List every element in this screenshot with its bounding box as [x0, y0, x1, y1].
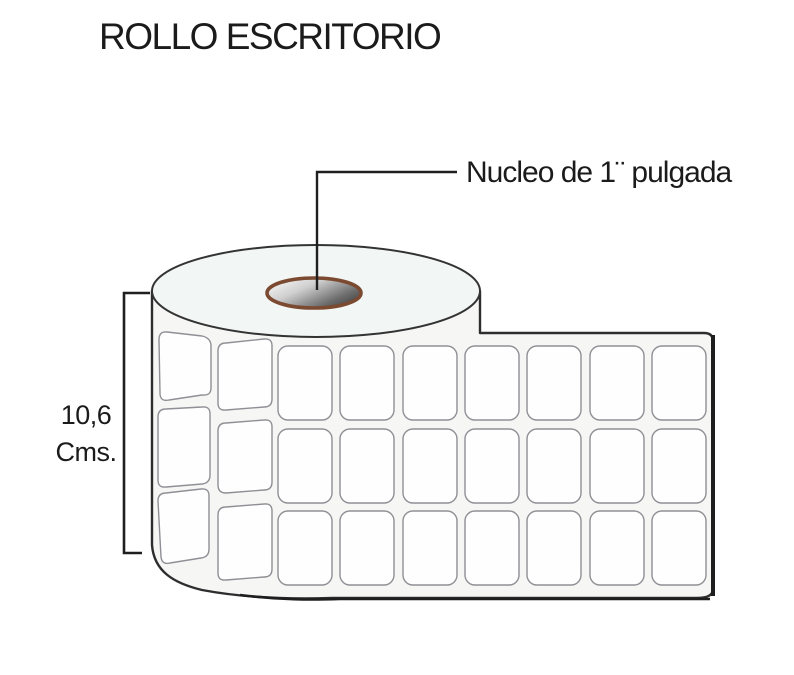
label-cell	[589, 345, 645, 421]
core-annotation: Nucleo de 1¨ pulgada	[466, 156, 733, 189]
label-cell	[464, 428, 520, 504]
curved-label	[158, 331, 212, 402]
roll-core	[265, 276, 363, 310]
flat-labels	[277, 345, 707, 586]
label-cell	[402, 345, 458, 421]
label-cell	[526, 428, 582, 504]
label-cell	[464, 345, 520, 421]
label-cell	[464, 510, 520, 586]
label-cell	[651, 345, 707, 421]
label-cell	[339, 428, 395, 504]
label-cell	[339, 345, 395, 421]
label-cell	[277, 345, 333, 421]
label-cell	[339, 510, 395, 586]
label-cell	[651, 428, 707, 504]
label-cell	[589, 510, 645, 586]
label-cell	[402, 510, 458, 586]
label-cell	[277, 428, 333, 504]
height-unit: Cms.	[56, 437, 117, 467]
label-cell	[651, 510, 707, 586]
curved-label	[217, 419, 273, 494]
label-cell	[589, 428, 645, 504]
page-title: ROLLO ESCRITORIO	[99, 16, 441, 57]
label-cell	[526, 510, 582, 586]
label-cell	[526, 345, 582, 421]
curved-label	[157, 406, 211, 488]
core-leader-line	[315, 170, 457, 290]
label-cell	[277, 510, 333, 586]
curved-label	[157, 488, 210, 565]
curved-labels	[157, 331, 273, 581]
strip-bottom-edge	[239, 593, 710, 601]
curved-label	[217, 338, 273, 411]
curved-label	[217, 503, 273, 581]
height-dimension-bracket	[122, 291, 150, 555]
height-value: 10,6	[61, 400, 112, 430]
label-cell	[402, 428, 458, 504]
